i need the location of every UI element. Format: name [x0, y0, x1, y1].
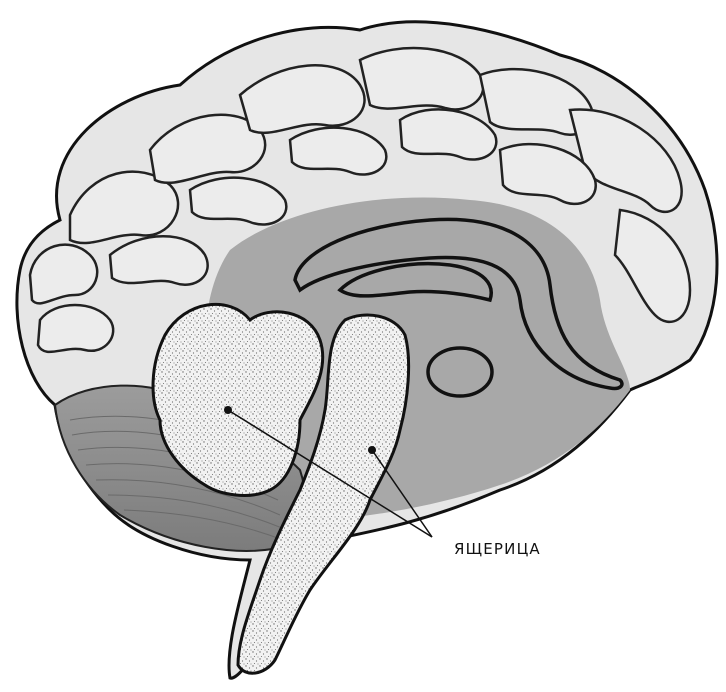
lizard-label: ЯЩЕРИЦА	[454, 540, 541, 558]
pointer-dot-2	[368, 446, 376, 454]
pointer-dot-1	[224, 406, 232, 414]
